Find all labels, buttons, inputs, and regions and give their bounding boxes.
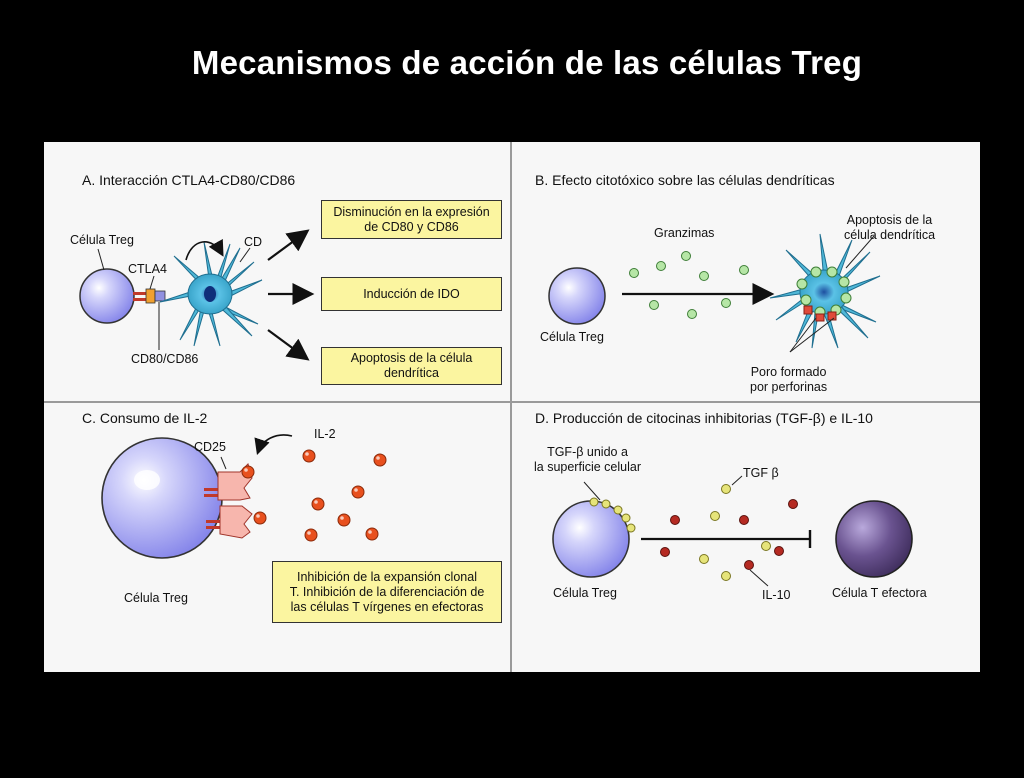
box-ido-text: Inducción de IDO [363,286,460,301]
panel-a-graphics [79,229,315,361]
box-il2-line1: Inhibición de la expansión clonal [296,569,477,584]
tgf-particles [699,484,771,581]
dendritic-cell-a [159,241,263,347]
treg-label-c: Célula Treg [124,591,188,605]
panel-dividers [44,142,980,672]
panel-d-header: D. Producción de citocinas inhibitorias … [535,410,873,426]
panel-b-header: B. Efecto citotóxico sobre las células d… [535,172,835,188]
cd80-molecule [154,290,166,302]
box-apoptosis-line1: Apoptosis de la célula [350,351,473,365]
apoptosis-b-line2: célula dendrítica [844,228,936,242]
treg-label-a: Célula Treg [70,233,134,247]
treg-label-d: Célula Treg [553,586,617,600]
il10-particles [660,499,798,570]
slide-title: Mecanismos de acción de las células Treg [191,44,863,81]
mechanism-figure: A. Interacción CTLA4-CD80/CD86 Célula Tr… [44,142,980,672]
tgf-label: TGF β [743,466,779,480]
apoptosis-b-line1: Apoptosis de la [846,213,933,227]
poro-line2: por perforinas [750,380,828,394]
apoptosis-label-b: Apoptosis de la célula dendrítica [844,213,935,243]
effector-label: Célula T efectora [832,586,927,600]
figure-graphics [44,142,980,672]
box-il2-inhibition: Inhibición de la expansión clonal T. Inh… [272,561,502,623]
granzyme-particles [629,251,749,319]
cd25-label: CD25 [194,440,226,454]
il2-label: IL-2 [314,427,336,441]
cd25-receptors [204,463,253,539]
ctla4-molecule [145,288,156,304]
dendritic-cell-b [769,233,881,349]
granzimas-label: Granzimas [654,226,715,240]
treg-label-b: Célula Treg [540,330,604,344]
panel-a-header: A. Interacción CTLA4-CD80/CD86 [82,172,296,188]
box-ido: Inducción de IDO [321,277,502,311]
box-apoptosis-line2: dendrítica [384,366,439,380]
treg-cell-c [101,437,223,559]
box-cd80-line2: de CD80 y CD86 [364,219,459,234]
panel-c-header: C. Consumo de IL-2 [82,410,208,426]
box-cd80-line1: Disminución en la expresión [333,204,490,219]
poro-label: Poro formado por perforinas [750,365,827,395]
poro-line1: Poro formado [750,365,827,379]
tgf-bound-line2: la superficie celular [534,460,641,474]
cd-label: CD [244,235,263,249]
panel-d-graphics [552,475,913,587]
ctla4-label: CTLA4 [128,262,167,276]
il10-label: IL-10 [762,588,791,602]
box-il2-line3: las células T vírgenes en efectoras [290,599,484,614]
il2-particles [241,449,387,542]
cd80-label: CD80/CD86 [131,352,199,366]
treg-cell-b [548,267,606,325]
treg-cell-a [79,268,135,324]
tgf-bound-label: TGF-β unido a la superficie celular [534,445,641,475]
box-il2-line2: T. Inhibición de la diferenciación de [289,584,485,599]
panel-c-graphics [101,434,387,559]
effector-cell [835,500,913,578]
tgf-bound-line1: TGF-β unido a [547,445,628,459]
panel-b-graphics [548,233,881,353]
